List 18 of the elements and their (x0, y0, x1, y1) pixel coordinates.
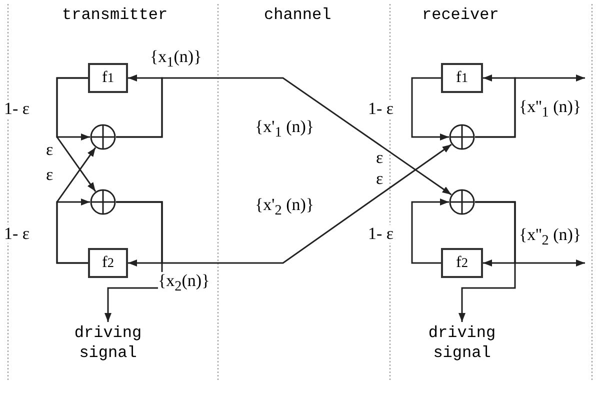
summing-junction (90, 189, 116, 215)
edge-label: 1- ε (4, 225, 30, 243)
arrow (56, 77, 96, 192)
summing-junction (449, 124, 475, 150)
edge-label: 1- ε (368, 100, 394, 118)
edge-label: 1- ε (4, 100, 30, 118)
arrow (411, 77, 449, 140)
arrow (56, 198, 90, 264)
arrow (411, 198, 449, 264)
arrow (104, 201, 163, 322)
summing-junction (449, 189, 475, 215)
edge-label: 1- ε (368, 225, 394, 243)
signal-label: driving signal (58, 322, 158, 364)
arrow (116, 77, 452, 196)
arrow (475, 74, 585, 138)
signal-label: driving signal (412, 322, 512, 364)
arrow (458, 201, 516, 322)
summing-junction (90, 124, 116, 150)
